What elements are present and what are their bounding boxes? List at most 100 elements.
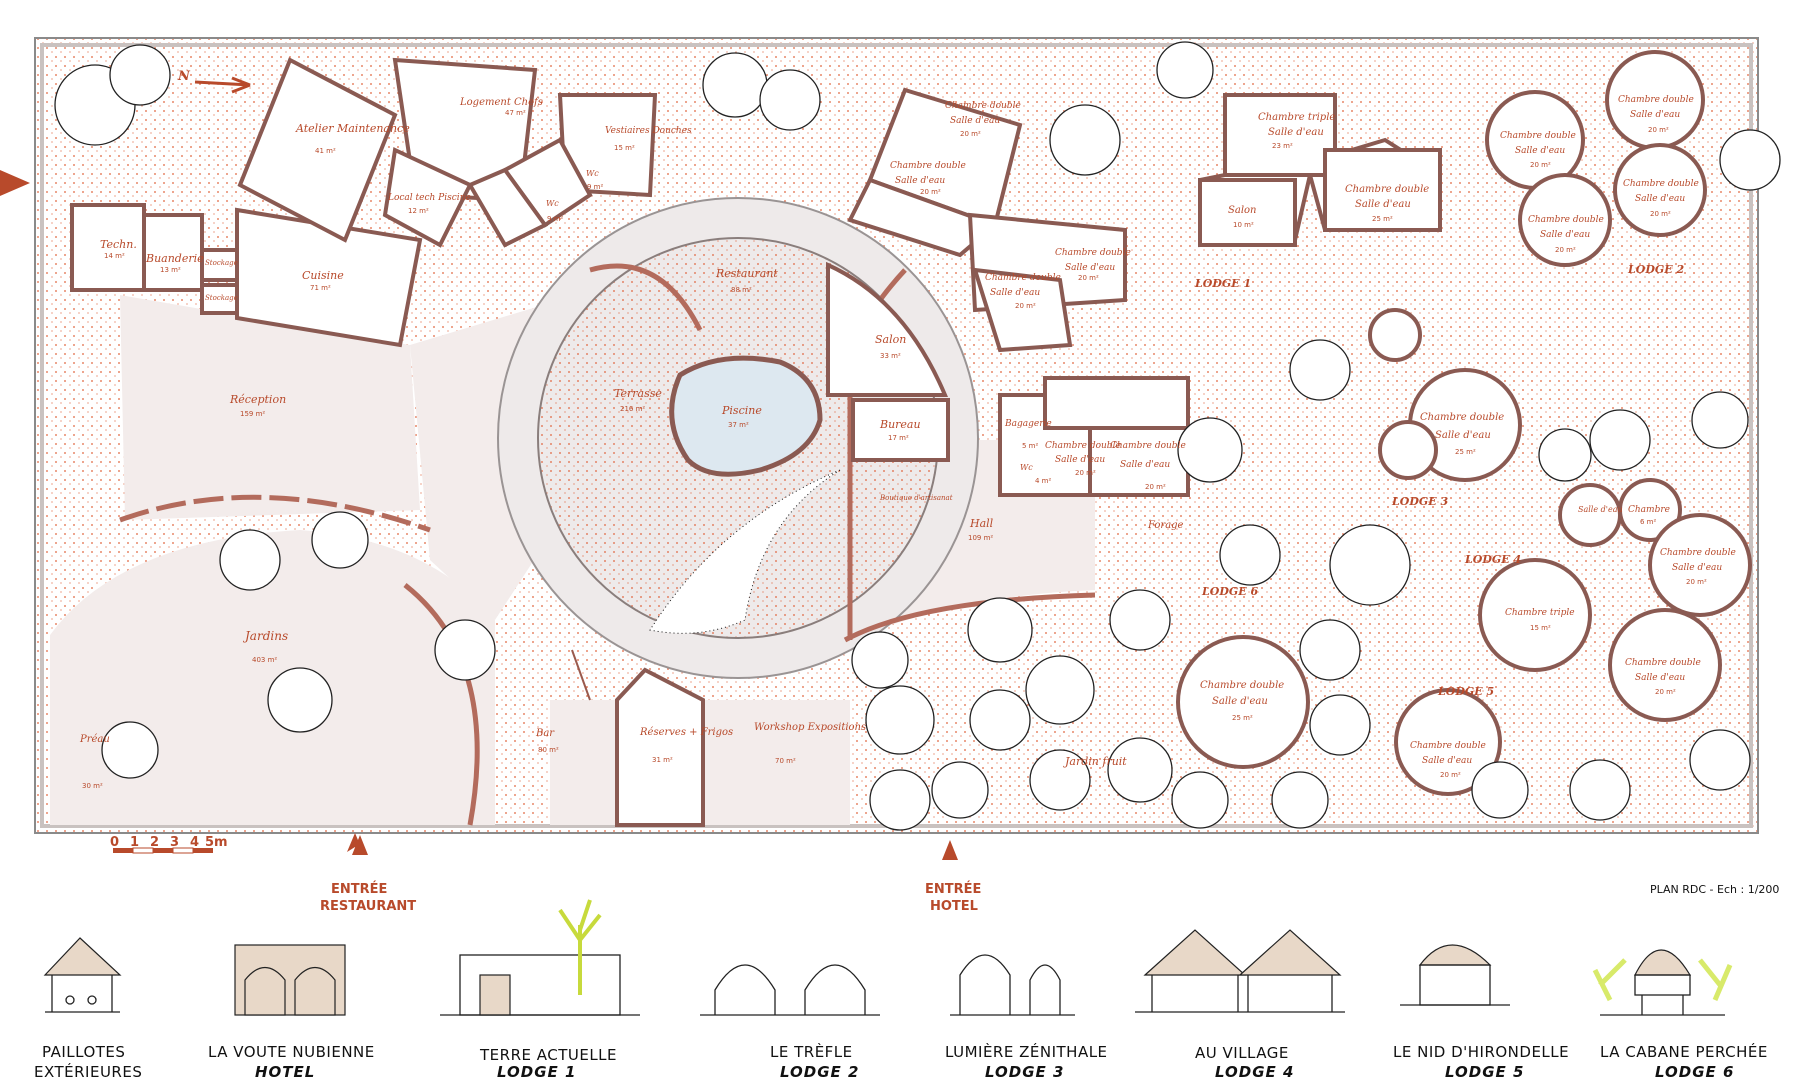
svg-text:0: 0 xyxy=(110,835,119,850)
svg-text:109 m²: 109 m² xyxy=(968,534,993,542)
svg-text:71 m²: 71 m² xyxy=(310,284,331,292)
svg-text:80 m²: 80 m² xyxy=(538,746,559,754)
svg-text:15 m²: 15 m² xyxy=(1530,624,1551,632)
svg-text:216 m²: 216 m² xyxy=(620,405,645,413)
svg-text:Techn.: Techn. xyxy=(100,238,137,251)
svg-text:Salle d'eau: Salle d'eau xyxy=(1635,194,1685,204)
svg-text:Jardin fruit: Jardin fruit xyxy=(1063,755,1127,768)
svg-text:Chambre triple: Chambre triple xyxy=(1258,112,1335,123)
svg-text:1: 1 xyxy=(130,835,139,850)
svg-text:LODGE 4: LODGE 4 xyxy=(1464,553,1521,566)
svg-text:LA VOUTE NUBIENNE: LA VOUTE NUBIENNE xyxy=(208,1043,375,1061)
svg-text:20 m²: 20 m² xyxy=(1650,210,1671,218)
svg-text:159 m²: 159 m² xyxy=(240,410,265,418)
svg-text:Stockage: Stockage xyxy=(205,294,238,302)
svg-text:25 m²: 25 m² xyxy=(1372,215,1393,223)
svg-text:LODGE 1: LODGE 1 xyxy=(497,1063,576,1080)
entrance-restaurant-label: ENTRÉE xyxy=(331,881,387,897)
room-labels: Techn. 14 m² Buanderie 13 m² Stockage St… xyxy=(79,97,1184,790)
svg-text:Salle d'eau: Salle d'eau xyxy=(1212,696,1268,707)
svg-text:Restaurant: Restaurant xyxy=(715,267,778,280)
svg-text:14 m²: 14 m² xyxy=(104,252,125,260)
svg-text:Chambre double: Chambre double xyxy=(1055,248,1131,258)
svg-text:20 m²: 20 m² xyxy=(920,188,941,196)
sketch-nid-hirondelle xyxy=(1400,944,1510,1006)
svg-text:Chambre double: Chambre double xyxy=(945,101,1021,111)
svg-text:LODGE 5: LODGE 5 xyxy=(1445,1063,1524,1080)
svg-text:Vestiaires Douches: Vestiaires Douches xyxy=(605,126,692,136)
svg-text:20 m²: 20 m² xyxy=(1075,469,1096,477)
svg-text:TERRE ACTUELLE: TERRE ACTUELLE xyxy=(479,1046,617,1064)
svg-text:15 m²: 15 m² xyxy=(614,144,635,152)
svg-text:Local tech Piscine: Local tech Piscine xyxy=(387,193,471,203)
svg-text:Salle d'eau: Salle d'eau xyxy=(1672,563,1722,573)
svg-text:Chambre double: Chambre double xyxy=(1110,441,1186,451)
svg-text:Salle d'eau: Salle d'eau xyxy=(1355,199,1411,210)
service-wing xyxy=(70,57,658,348)
north-arrow: N xyxy=(177,69,251,94)
lodge-3 xyxy=(1368,308,1522,482)
svg-text:Boutique d'artisanat: Boutique d'artisanat xyxy=(879,494,953,502)
svg-text:Réserves + Frigos: Réserves + Frigos xyxy=(639,727,733,738)
svg-text:RESTAURANT: RESTAURANT xyxy=(320,899,416,914)
svg-text:5 m²: 5 m² xyxy=(1022,442,1038,450)
svg-text:Buanderie: Buanderie xyxy=(145,252,204,265)
pool xyxy=(669,355,823,477)
svg-text:Bagagerie: Bagagerie xyxy=(1004,419,1052,429)
svg-text:LODGE 1: LODGE 1 xyxy=(1194,277,1251,290)
svg-text:20 m²: 20 m² xyxy=(1648,126,1669,134)
svg-text:Salle d'eau: Salle d'eau xyxy=(1055,455,1105,465)
sketch-cabane-perchee xyxy=(1592,949,1733,1016)
svg-text:Hall: Hall xyxy=(969,517,994,530)
svg-text:Chambre double: Chambre double xyxy=(1345,184,1429,195)
svg-text:AU VILLAGE: AU VILLAGE xyxy=(1195,1044,1289,1062)
svg-text:41 m²: 41 m² xyxy=(315,147,336,155)
trees xyxy=(54,41,1781,831)
svg-text:Salon: Salon xyxy=(875,333,906,346)
svg-text:Piscine: Piscine xyxy=(721,404,762,417)
svg-text:31 m²: 31 m² xyxy=(652,756,673,764)
svg-text:Salle d'eau: Salle d'eau xyxy=(1435,430,1491,441)
entrance-hotel-label: ENTRÉE xyxy=(925,881,981,897)
svg-text:5m: 5m xyxy=(205,835,228,850)
svg-text:12 m²: 12 m² xyxy=(408,207,429,215)
svg-text:EXTÉRIEURES: EXTÉRIEURES xyxy=(34,1062,142,1080)
svg-text:LODGE 3: LODGE 3 xyxy=(985,1063,1064,1080)
svg-text:Chambre double: Chambre double xyxy=(1200,680,1284,691)
svg-text:Wc: Wc xyxy=(546,199,559,208)
svg-text:Bar: Bar xyxy=(535,728,555,739)
svg-text:Chambre double: Chambre double xyxy=(1625,658,1701,668)
svg-text:Chambre double: Chambre double xyxy=(1045,441,1121,451)
svg-text:47 m²: 47 m² xyxy=(505,109,526,117)
svg-text:Salle d'eau: Salle d'eau xyxy=(1065,263,1115,273)
svg-text:Salle d'eau: Salle d'eau xyxy=(1515,146,1565,156)
svg-text:20 m²: 20 m² xyxy=(1655,688,1676,696)
svg-text:Chambre double: Chambre double xyxy=(1528,215,1604,225)
svg-text:25 m²: 25 m² xyxy=(1232,714,1253,722)
sketch-terre-actuelle xyxy=(440,899,640,1016)
svg-text:70 m²: 70 m² xyxy=(775,757,796,765)
svg-text:17 m²: 17 m² xyxy=(888,434,909,442)
svg-text:Atelier Maintenance: Atelier Maintenance xyxy=(295,122,410,135)
svg-text:Chambre double: Chambre double xyxy=(1420,412,1504,423)
svg-text:Salle d'eau: Salle d'eau xyxy=(990,288,1040,298)
svg-text:Salle d'eau: Salle d'eau xyxy=(1578,505,1623,514)
hotel-rooms xyxy=(847,87,1190,497)
svg-text:Salle d'eau: Salle d'eau xyxy=(1422,756,1472,766)
hotel-room-labels: Chambre double Salle d'eau 20 m² Chambre… xyxy=(890,101,1186,491)
svg-text:Chambre: Chambre xyxy=(1628,505,1670,515)
svg-text:Salle d'eau: Salle d'eau xyxy=(895,176,945,186)
svg-text:Stockage: Stockage xyxy=(205,259,238,267)
svg-text:4: 4 xyxy=(190,835,199,850)
side-entry-marker xyxy=(0,170,30,196)
sketch-le-trefle xyxy=(700,964,880,1016)
svg-text:Workshop Expositions: Workshop Expositions xyxy=(754,722,866,733)
lodge-2 xyxy=(1485,50,1707,267)
svg-text:20 m²: 20 m² xyxy=(1015,302,1036,310)
svg-text:HOTEL: HOTEL xyxy=(255,1063,315,1080)
svg-text:LODGE 5: LODGE 5 xyxy=(1437,685,1494,698)
lodge-labels: LODGE 1 Chambre triple Salle d'eau 23 m²… xyxy=(1194,95,1736,779)
svg-text:Chambre double: Chambre double xyxy=(985,273,1061,283)
svg-text:Chambre double: Chambre double xyxy=(1500,131,1576,141)
svg-text:LE TRÈFLE: LE TRÈFLE xyxy=(770,1042,853,1061)
